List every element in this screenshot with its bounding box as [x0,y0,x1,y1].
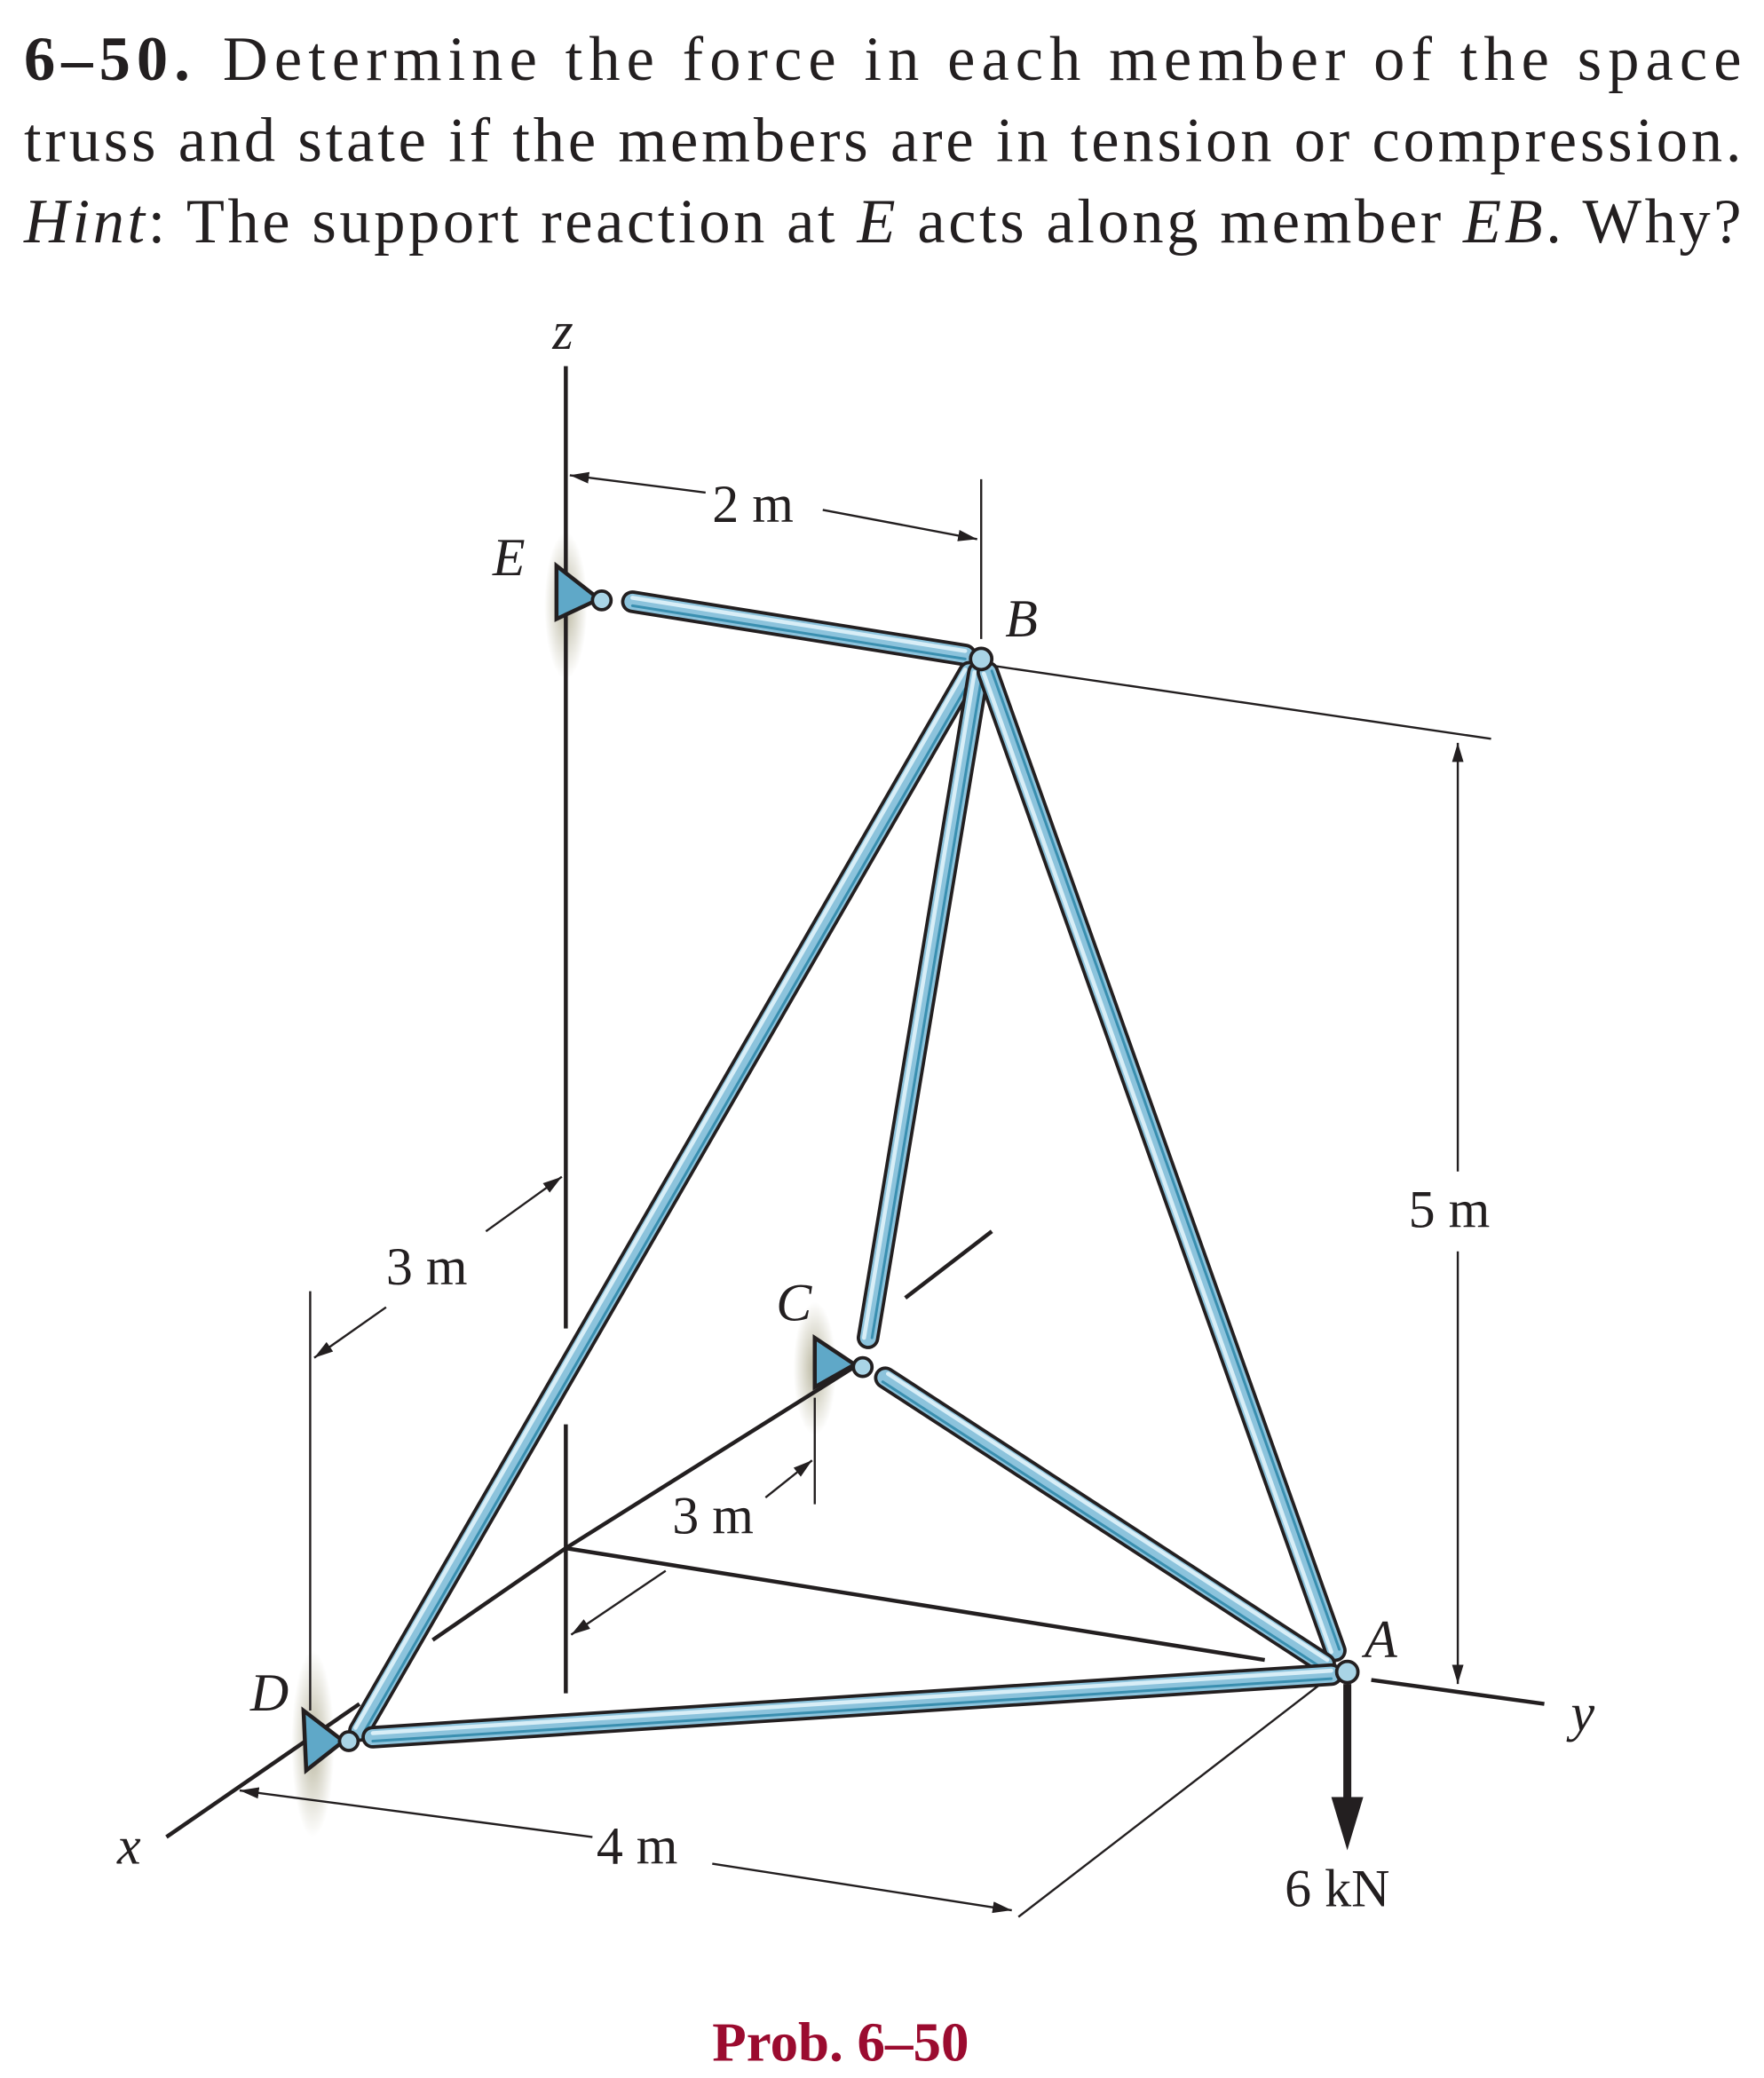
member-bd [348,660,981,1742]
joint-label-a: A [1361,1610,1397,1669]
hint-text: : The support reaction at [148,187,854,257]
joint-c [851,1355,874,1379]
member-ba [976,660,1347,1663]
problem-hint: Hint: The support reaction at E acts alo… [23,187,1742,257]
dimension-lines [239,471,1491,1918]
dimension-5m: 5 m [1409,1181,1491,1239]
joint-d [337,1730,360,1752]
support-c [812,1333,859,1391]
load-label: 6 kN [1285,1860,1389,1918]
hint-member-eb: EB [1462,187,1543,257]
member-bc [857,660,990,1349]
joint-label-e: E [492,528,526,587]
axis-label-z: z [551,302,573,360]
problem-line-2: truss and state if the members are in te… [24,106,1742,175]
problem-number: 6–50. [24,25,190,94]
joint-label-b: B [1005,589,1038,648]
hint-text: . Why? [1546,187,1741,257]
load-arrowhead-icon [1331,1797,1364,1851]
figure-caption: Prob. 6–50 [712,2011,969,2073]
joint-e [590,589,613,612]
joint-label-c: C [776,1274,812,1332]
joints [337,589,1360,1752]
hint-text: acts along member [898,187,1459,257]
support-d [301,1706,347,1775]
joint-a [1334,1659,1360,1685]
dimension-3m-middle: 3 m [672,1487,754,1545]
member-da [361,1663,1343,1749]
coordinate-axes [165,366,1545,1839]
axis-label-y: y [1567,1684,1595,1742]
joint-b [969,646,994,672]
problem-text-1: Determine the force in each member of th… [223,25,1742,94]
dimension-3m-left: 3 m [386,1237,468,1296]
truss-members [348,590,1347,1749]
dimension-2m: 2 m [712,475,794,533]
member-eb [621,590,977,667]
hint-label: Hint [23,187,146,257]
member-ca [874,1366,1336,1676]
axis-label-x: x [116,1817,141,1876]
joint-label-d: D [249,1663,289,1722]
support-e [554,561,604,622]
problem-line-1: 6–50. Determine the force in each member … [24,25,1742,94]
dimension-4m: 4 m [597,1817,678,1876]
hint-joint-e: E [856,187,895,257]
